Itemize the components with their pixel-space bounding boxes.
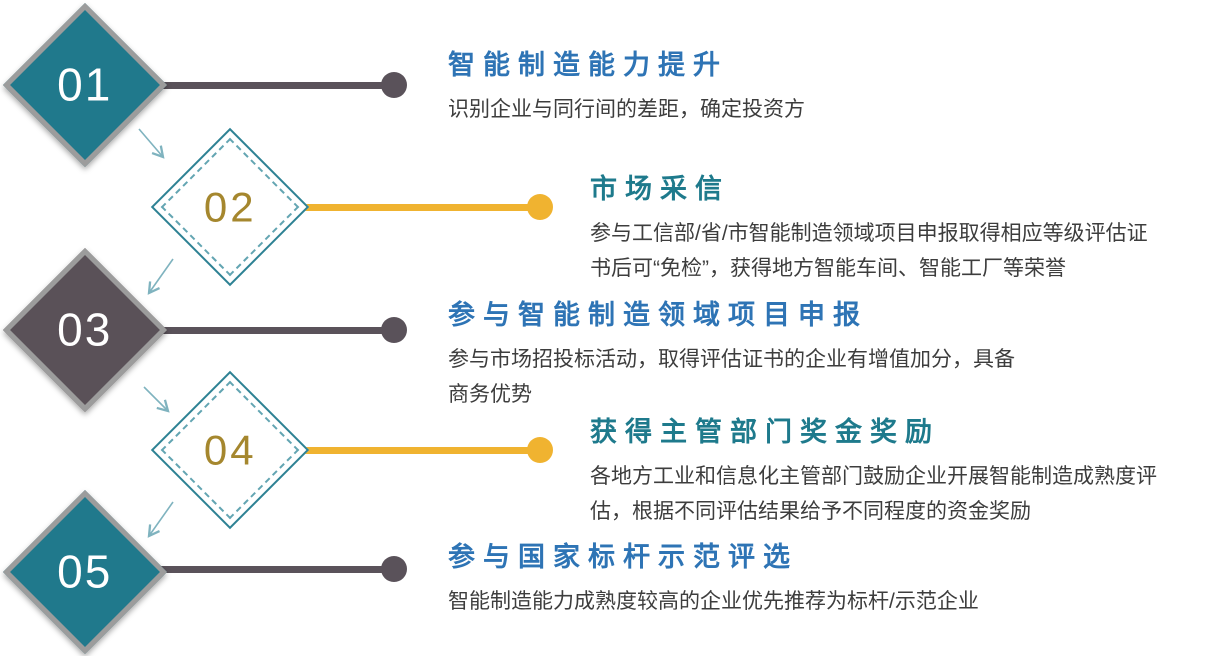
- step-4-description: 各地方工业和信息化主管部门鼓励企业开展智能制造成熟度评 估，根据不同评估结果给予…: [590, 465, 1157, 523]
- step-3-diamond: 03: [2, 247, 168, 413]
- step-4-endpoint-dot: [527, 437, 553, 463]
- step-5-diamond: 05: [2, 489, 168, 655]
- step-1-description: 识别企业与同行间的差距，确定投资方: [448, 98, 805, 122]
- step-2-number: 02: [203, 183, 257, 230]
- step-5-number: 05: [57, 545, 113, 598]
- flow-arrow-4-to-5: [147, 501, 174, 538]
- step-1-endpoint-dot: [381, 72, 407, 98]
- flow-arrow-2-to-3: [147, 258, 174, 295]
- step-2-diamond: 02: [150, 127, 310, 287]
- step-3-number: 03: [57, 303, 113, 356]
- step-3-text: 参与智能制造领域项目申报 参与市场招投标活动，取得评估证书的企业有增值加分，具备…: [448, 298, 1148, 412]
- step-2-endpoint-dot: [527, 194, 553, 220]
- step-5-description: 智能制造能力成熟度较高的企业优先推荐为标杆/示范企业: [448, 590, 979, 614]
- step-2-description: 参与工信部/省/市智能制造领域项目申报取得相应等级评估证 书后可“免检”，获得地…: [590, 222, 1148, 280]
- step-5-connector-line: [140, 566, 392, 573]
- step-1-diamond: 01: [2, 2, 168, 168]
- step-2-connector-line: [300, 204, 538, 211]
- step-3-description: 参与市场招投标活动，取得评估证书的企业有增值加分，具备 商务优势: [448, 348, 1015, 406]
- step-2-title: 市场采信: [590, 174, 730, 204]
- flow-arrow-1-to-2: [138, 128, 165, 159]
- step-4-title: 获得主管部门奖金奖励: [590, 417, 940, 447]
- step-5-title: 参与国家标杆示范评选: [448, 542, 798, 572]
- step-1-title: 智能制造能力提升: [448, 50, 728, 80]
- step-3-endpoint-dot: [381, 317, 407, 343]
- step-4-text: 获得主管部门奖金奖励 各地方工业和信息化主管部门鼓励企业开展智能制造成熟度评 估…: [590, 415, 1214, 529]
- step-5-text: 参与国家标杆示范评选 智能制造能力成熟度较高的企业优先推荐为标杆/示范企业: [448, 540, 1168, 620]
- step-1-connector-line: [140, 82, 392, 89]
- step-3-connector-line: [140, 327, 392, 334]
- step-4-diamond: 04: [150, 370, 310, 530]
- flow-arrow-3-to-4: [143, 386, 170, 413]
- step-5-endpoint-dot: [381, 556, 407, 582]
- step-4-number: 04: [203, 426, 257, 473]
- step-3-title: 参与智能制造领域项目申报: [448, 300, 868, 330]
- step-1-text: 智能制造能力提升 识别企业与同行间的差距，确定投资方: [448, 48, 1168, 128]
- step-4-connector-line: [300, 447, 538, 454]
- step-1-number: 01: [57, 58, 113, 111]
- step-2-text: 市场采信 参与工信部/省/市智能制造领域项目申报取得相应等级评估证 书后可“免检…: [590, 172, 1214, 286]
